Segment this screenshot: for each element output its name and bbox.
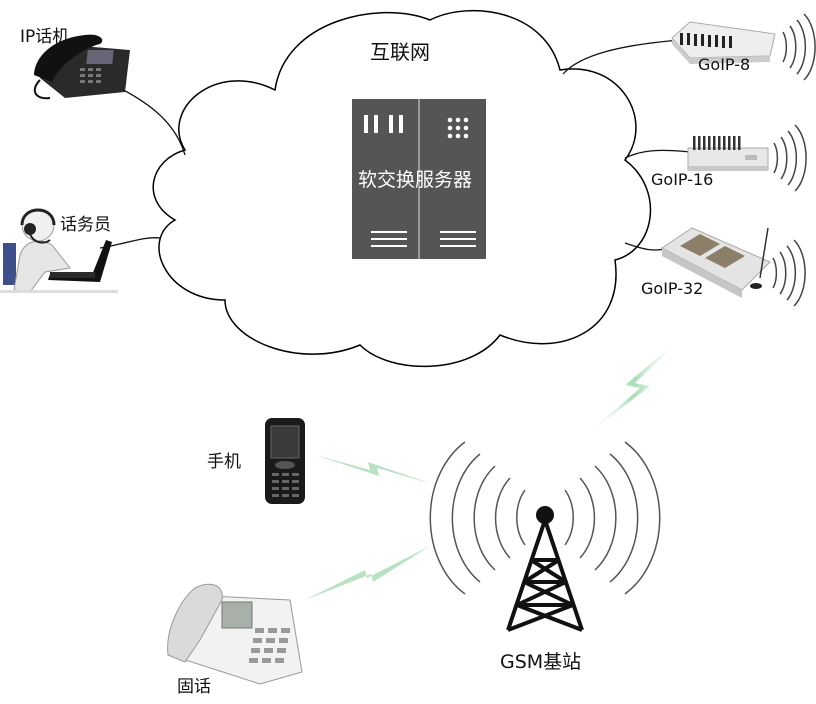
operator-icon (0, 208, 118, 293)
ip-phone-icon (33, 34, 130, 100)
softswitch-server (352, 99, 486, 259)
ip-phone-label: IP话机 (20, 27, 70, 47)
goip8-icon (671, 21, 776, 64)
goip32-icon (661, 227, 771, 298)
gsm-station-label: GSM基站 (500, 651, 582, 673)
server-label: 软交换服务器 (358, 169, 473, 191)
cloud-label: 互联网 (370, 40, 430, 64)
mobile-phone-icon (265, 418, 305, 504)
goip16-label: GoIP-16 (651, 170, 714, 189)
landline-label: 固话 (177, 677, 211, 697)
server-grid-icon (447, 117, 469, 139)
server-vent-icon (364, 115, 403, 133)
server-slot-icon (371, 231, 476, 247)
gsm-tower-icon (429, 441, 661, 632)
goip-radio-waves (772, 13, 816, 307)
goip16-icon (687, 136, 769, 171)
operator-label: 话务员 (60, 215, 111, 235)
wireless-links (305, 335, 685, 600)
goip8-label: GoIP-8 (698, 55, 751, 74)
connection-lines (99, 39, 691, 251)
goip32-label: GoIP-32 (641, 279, 704, 298)
mobile-label: 手机 (207, 452, 241, 472)
landline-phone-icon (167, 583, 303, 685)
